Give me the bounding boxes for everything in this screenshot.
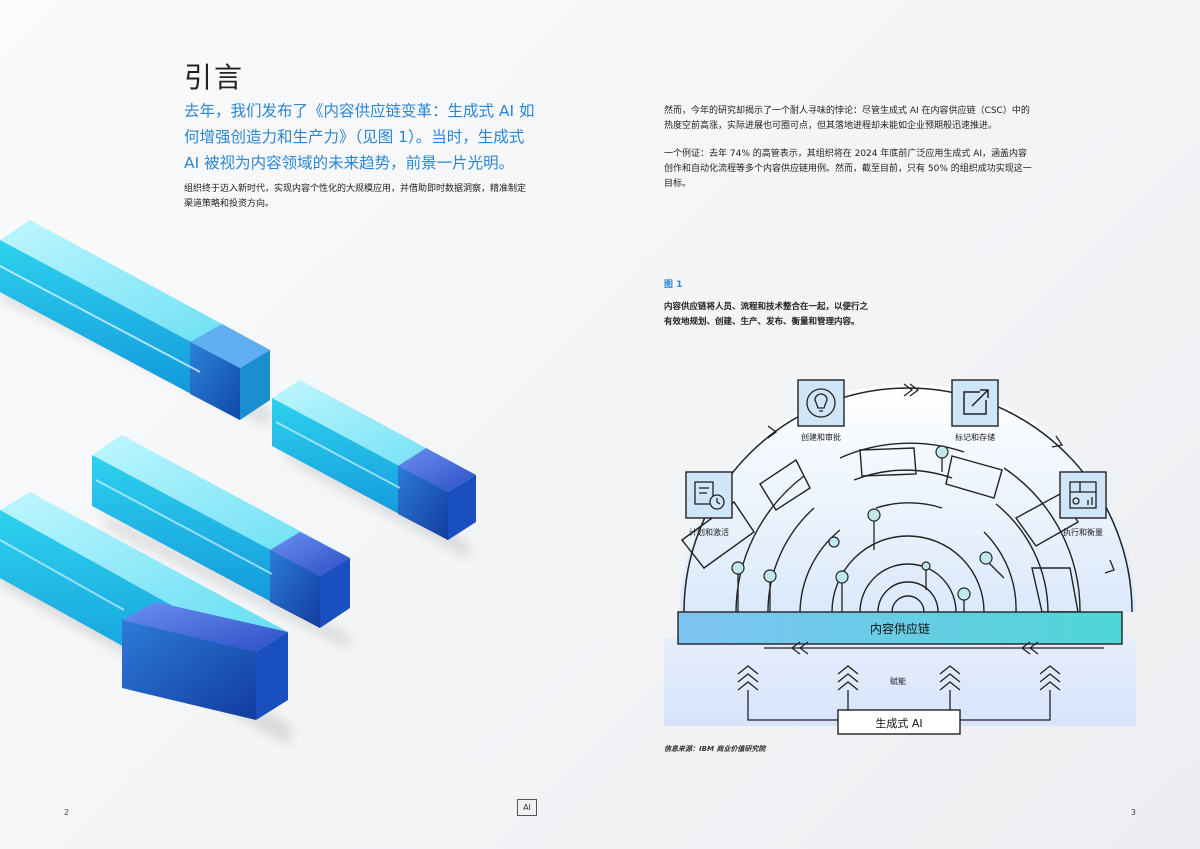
dashboard-icon	[1069, 481, 1097, 509]
paragraph-1: 然而，今年的研究却揭示了一个耐人寻味的悖论：尽管生成式 AI 在内容供应链（CS…	[664, 106, 1030, 131]
intro-body: 组织终于迈入新时代，实现内容个性化的大规模应用，并借助即时数据洞察，精准制定渠道…	[184, 184, 527, 209]
generative-ai-label: 生成式 AI	[875, 716, 922, 730]
glass-bar	[0, 220, 270, 428]
glass-bar	[272, 380, 476, 560]
node-create-approve: 创建和审批	[797, 379, 845, 442]
source-note: 信息来源：IBM 商业价值研究院	[664, 745, 766, 753]
enable-arrows	[737, 665, 1061, 721]
content-supply-chain-diagram: 计划和激活 创建和审批 标记和存储	[664, 379, 1136, 735]
arc-arrows	[767, 383, 1115, 574]
node-tag-store: 标记和存储	[951, 379, 999, 442]
figure-caption: 内容供应链将人员、流程和技术整合在一起，以便行之有效地规划、创建、生产、发布、衡…	[664, 302, 869, 327]
glass-bars-illustration	[0, 220, 476, 745]
node-label: 执行和衡量	[1063, 527, 1103, 537]
supply-chain-bar	[677, 611, 1123, 645]
maze-arcs	[681, 442, 1081, 613]
node-label: 创建和审批	[801, 432, 841, 442]
plan-activate-icon	[694, 481, 725, 510]
dome-background	[680, 384, 1136, 612]
lead-paragraph: 去年，我们发布了《内容供应链变革：生成式 AI 如何增强创造力和生产力》（见图 …	[184, 102, 535, 172]
page-title: 引言	[184, 61, 245, 94]
lightbulb-icon	[806, 388, 836, 418]
glass-bar	[92, 435, 350, 650]
node-execute-measure: 执行和衡量	[1059, 471, 1107, 537]
glass-bar	[0, 492, 290, 745]
generative-ai-box	[837, 709, 961, 735]
ai-badge: AI	[517, 799, 537, 816]
paragraph-2: 一个例证：去年 74% 的高管表示，其组织将在 2024 年底前广泛应用生成式 …	[664, 149, 1032, 189]
export-arrow-icon	[963, 389, 989, 415]
node-label: 标记和存储	[955, 432, 995, 442]
node-plan-activate: 计划和激活	[685, 471, 733, 537]
enable-label: 赋能	[890, 676, 906, 686]
node-label: 计划和激活	[689, 527, 729, 537]
left-page: 引言 去年，我们发布了《内容供应链变革：生成式 AI 如何增强创造力和生产力》（…	[0, 61, 535, 817]
page-number: 2	[64, 808, 70, 817]
return-flow	[764, 641, 1104, 655]
node-dots	[731, 445, 993, 601]
supply-chain-label: 内容供应链	[870, 621, 930, 636]
page-number: 3	[1130, 808, 1136, 817]
figure-label: 图 1	[664, 280, 683, 290]
right-page: 然而，今年的研究却揭示了一个耐人寻味的悖论：尽管生成式 AI 在内容供应链（CS…	[600, 0, 1200, 849]
